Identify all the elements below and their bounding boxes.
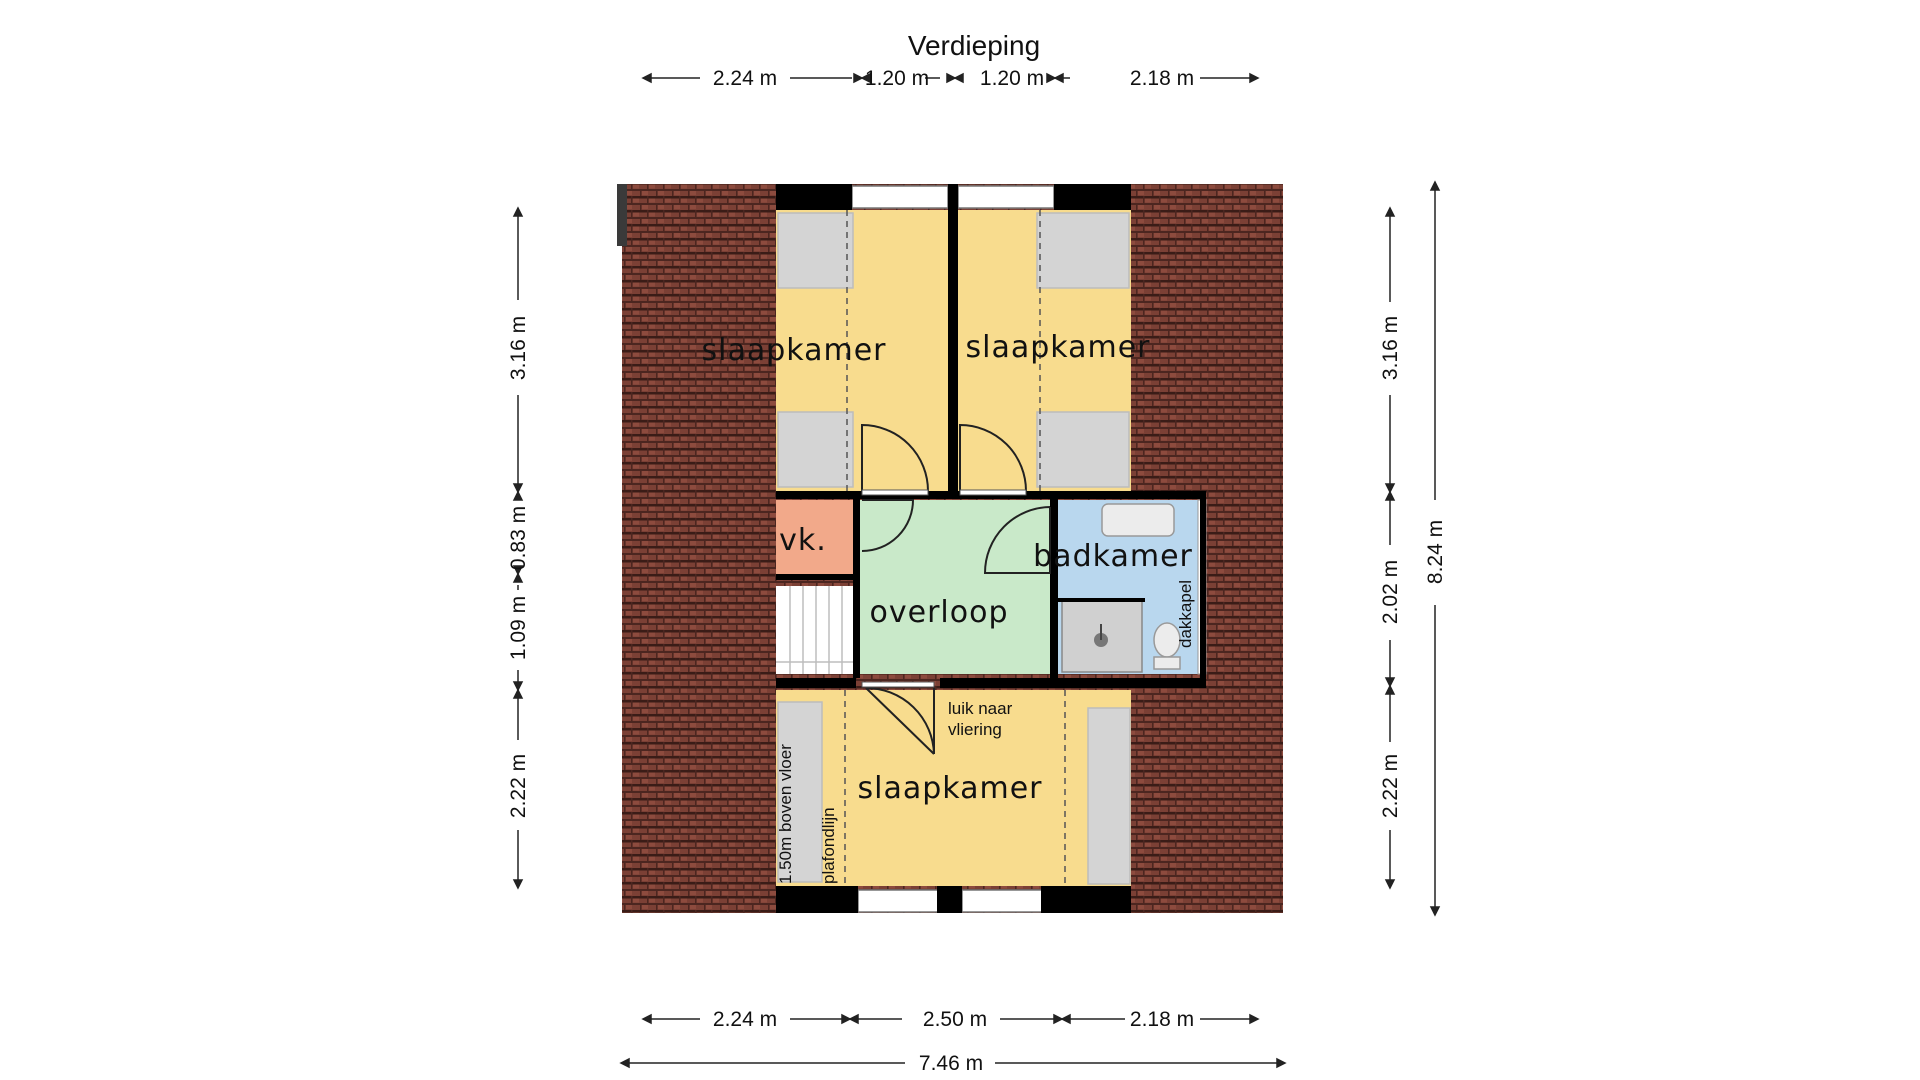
door-bedroom-top-right (959, 423, 1027, 492)
height-label-line1: 1.50m boven vloer (776, 744, 795, 884)
door-closet (861, 499, 915, 552)
bed-bottom-right (1087, 707, 1131, 885)
dim-left-2: 0.83 m (507, 506, 530, 570)
door-bedroom-top-left (861, 423, 929, 492)
window-top-left (851, 185, 949, 209)
bed-bottom-left (777, 701, 823, 883)
dim-bottom-2: 2.50 m (923, 1008, 987, 1031)
beds (777, 212, 1131, 885)
chimney-shadow (617, 184, 627, 246)
dim-bottom-1: 2.24 m (713, 1008, 777, 1031)
landing-floor (860, 500, 1050, 674)
dim-bottom-3: 2.18 m (1130, 1008, 1194, 1031)
room-label-bathroom: badkamer (1033, 539, 1193, 574)
room-label-bedroom-top-right: slaapkamer (965, 330, 1150, 365)
window-top-right (957, 185, 1055, 209)
dimension-lines (512, 72, 1441, 1069)
door-bathroom (983, 506, 1051, 574)
dormer-label: dakkapel (1176, 580, 1195, 648)
dim-right-3: 2.22 m (1379, 754, 1402, 818)
hatch-label-line2: vliering (948, 720, 1002, 739)
sink-icon (1101, 503, 1175, 537)
bed-top-left-1 (777, 212, 854, 289)
dim-right-2: 2.02 m (1379, 560, 1402, 624)
door-swings (861, 423, 1051, 755)
bed-top-right-1 (1036, 212, 1130, 289)
dim-top-4: 2.18 m (1130, 67, 1194, 90)
windows (851, 185, 1055, 913)
bedroom-bottom-floor (776, 690, 1131, 886)
dim-top-2: 1.20 m (865, 67, 929, 90)
dim-left-4: 2.22 m (507, 754, 530, 818)
hatch-label-line1: luik naar (948, 699, 1013, 718)
dim-left-1: 3.16 m (507, 316, 530, 380)
room-label-landing: overloop (870, 595, 1009, 630)
floor-title: Verdieping (908, 30, 1040, 61)
room-label-bedroom-top-left: slaapkamer (701, 333, 886, 368)
dim-total-width: 7.46 m (919, 1052, 983, 1075)
window-bottom-right (961, 889, 1055, 913)
height-label-line2: plafondlijn (819, 807, 838, 884)
dim-left-3: 1.09 m (507, 596, 530, 660)
closet-floor (776, 500, 856, 574)
dim-right-1: 3.16 m (1379, 316, 1402, 380)
ceiling-lines (844, 210, 1066, 886)
bed-top-left-2 (777, 411, 854, 488)
door-frames (861, 489, 1027, 688)
room-label-bedroom-bottom: slaapkamer (857, 771, 1042, 806)
dim-top-3: 1.20 m (980, 67, 1044, 90)
dim-top-1: 2.24 m (713, 67, 777, 90)
door-bedroom-bottom (865, 687, 935, 755)
stair-steps (776, 586, 856, 674)
window-bottom-left (857, 889, 951, 913)
room-label-closet: vk. (779, 523, 827, 558)
toilet-tank (1153, 656, 1181, 670)
bed-top-right-2 (1036, 411, 1130, 488)
dim-total-height: 8.24 m (1424, 520, 1447, 584)
